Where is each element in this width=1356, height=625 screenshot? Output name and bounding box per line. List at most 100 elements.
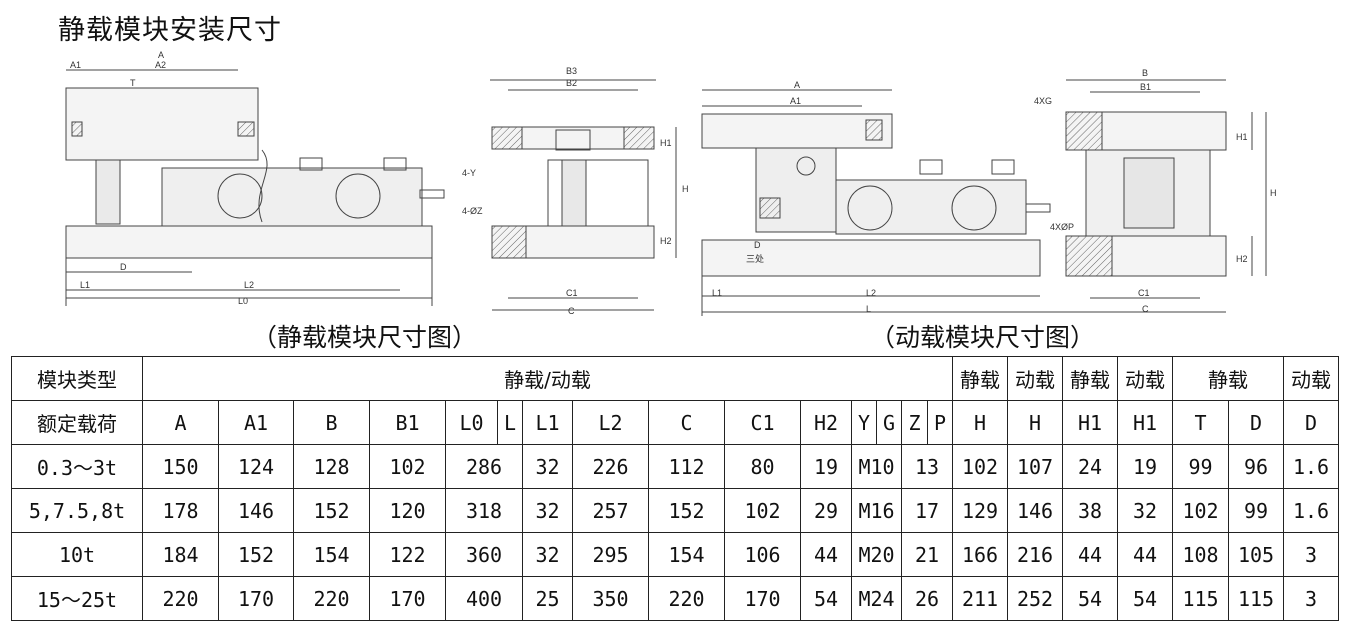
cell-H1-static: 54 xyxy=(1062,576,1118,621)
cell-H1-dynamic: 19 xyxy=(1117,444,1173,489)
table-row: 15～25t 220 170 220 170 400 25 350 220 17… xyxy=(11,576,1339,621)
cell-B: 154 xyxy=(293,532,370,577)
cell-C: 112 xyxy=(648,444,725,489)
cell-C: 152 xyxy=(648,488,725,533)
cell-A: 150 xyxy=(142,444,219,489)
cell-B1: 170 xyxy=(369,576,446,621)
cell-ZP: 17 xyxy=(901,488,953,533)
dynamic-side-view xyxy=(701,89,1226,316)
group-static-h: 静载 xyxy=(952,356,1008,401)
static-side-view xyxy=(65,69,445,306)
group-dynamic-h1: 动载 xyxy=(1117,356,1173,401)
cell-H-static: 129 xyxy=(952,488,1008,533)
cell-L1: 32 xyxy=(522,444,573,489)
cell-T: 108 xyxy=(1172,532,1229,577)
cell-H1-dynamic: 32 xyxy=(1117,488,1173,533)
cell-A: 184 xyxy=(142,532,219,577)
label-dyn-B: B xyxy=(1142,68,1148,78)
label-A: A xyxy=(158,50,164,60)
cell-D-dynamic: 3 xyxy=(1283,532,1339,577)
label-T: T xyxy=(130,78,136,88)
label-B3: B3 xyxy=(566,66,577,76)
group-shared: 静载/动载 xyxy=(142,356,953,401)
cell-L0: 318 xyxy=(445,488,523,533)
cell-T: 115 xyxy=(1172,576,1229,621)
cell-load: 15～25t xyxy=(11,576,143,621)
cell-L0: 286 xyxy=(445,444,523,489)
col-header: H1 xyxy=(1117,400,1173,445)
col-header: L1 xyxy=(522,400,573,445)
label-dyn-B1: B1 xyxy=(1140,82,1151,92)
label-4-Y: 4-Y xyxy=(462,168,476,178)
cell-H2: 29 xyxy=(800,488,852,533)
static-end-view xyxy=(490,79,677,311)
cell-L1: 32 xyxy=(522,488,573,533)
col-header: L xyxy=(497,400,523,445)
group-static-td: 静载 xyxy=(1172,356,1284,401)
cell-B1: 120 xyxy=(369,488,446,533)
cell-H2: 54 xyxy=(800,576,852,621)
cell-C1: 170 xyxy=(724,576,801,621)
cell-ZP: 13 xyxy=(901,444,953,489)
cell-A: 178 xyxy=(142,488,219,533)
table-group-header-row: 模块类型 静载/动载 静载 动载 静载 动载 静载 动载 xyxy=(11,356,1339,401)
label-dyn-A: A xyxy=(794,80,800,90)
cell-D-dynamic: 1.6 xyxy=(1283,488,1339,533)
col-header: A1 xyxy=(218,400,294,445)
cell-H-static: 211 xyxy=(952,576,1008,621)
group-dynamic-h: 动载 xyxy=(1007,356,1063,401)
label-dyn-C1: C1 xyxy=(1138,288,1150,298)
col-header: H xyxy=(952,400,1008,445)
group-dynamic-d: 动载 xyxy=(1283,356,1339,401)
dynamic-caption: （动载模块尺寸图） xyxy=(870,323,1096,352)
cell-YG: M16 xyxy=(851,488,902,533)
cell-L2: 257 xyxy=(572,488,649,533)
cell-H1-static: 24 xyxy=(1062,444,1118,489)
cell-A: 220 xyxy=(142,576,219,621)
cell-YG: M24 xyxy=(851,576,902,621)
label-C: C xyxy=(568,306,575,316)
label-H: H xyxy=(682,184,689,194)
cell-load: 0.3～3t xyxy=(11,444,143,489)
dynamic-end-view xyxy=(1065,79,1267,299)
label-H2: H2 xyxy=(660,236,672,246)
label-dyn-H: H xyxy=(1270,188,1277,198)
label-L2: L2 xyxy=(244,280,254,290)
col-header: Y xyxy=(851,400,877,445)
cell-D-dynamic: 3 xyxy=(1283,576,1339,621)
cell-A1: 146 xyxy=(218,488,294,533)
cell-B: 220 xyxy=(293,576,370,621)
cell-C: 220 xyxy=(648,576,725,621)
cell-A1: 170 xyxy=(218,576,294,621)
table-row: 5,7.5,8t 178 146 152 120 318 32 257 152 … xyxy=(11,488,1339,533)
col-header: A xyxy=(142,400,219,445)
group-static-h1: 静载 xyxy=(1062,356,1118,401)
label-dyn-H1: H1 xyxy=(1236,132,1248,142)
cell-H-dynamic: 107 xyxy=(1007,444,1063,489)
cell-B: 128 xyxy=(293,444,370,489)
cell-B1: 102 xyxy=(369,444,446,489)
cell-D-static: 96 xyxy=(1228,444,1284,489)
col-header: H1 xyxy=(1062,400,1118,445)
label-H1: H1 xyxy=(660,138,672,148)
cell-A1: 124 xyxy=(218,444,294,489)
cell-H2: 19 xyxy=(800,444,852,489)
cell-C1: 102 xyxy=(724,488,801,533)
cell-ZP: 26 xyxy=(901,576,953,621)
cell-B: 152 xyxy=(293,488,370,533)
cell-L2: 350 xyxy=(572,576,649,621)
cell-H-static: 102 xyxy=(952,444,1008,489)
cell-C1: 106 xyxy=(724,532,801,577)
table-row: 10t 184 152 154 122 360 32 295 154 106 4… xyxy=(11,532,1339,577)
label-three-places: 三处 xyxy=(746,253,764,264)
label-4XP: 4XØP xyxy=(1050,222,1074,232)
cell-H1-static: 44 xyxy=(1062,532,1118,577)
row-type-label: 模块类型 xyxy=(11,356,143,401)
cell-H1-dynamic: 44 xyxy=(1117,532,1173,577)
label-4XG: 4XG xyxy=(1034,96,1052,106)
cell-H-dynamic: 216 xyxy=(1007,532,1063,577)
cell-H-dynamic: 252 xyxy=(1007,576,1063,621)
label-B2: B2 xyxy=(566,78,577,88)
label-dyn-D: D xyxy=(754,240,761,250)
col-header: P xyxy=(927,400,953,445)
